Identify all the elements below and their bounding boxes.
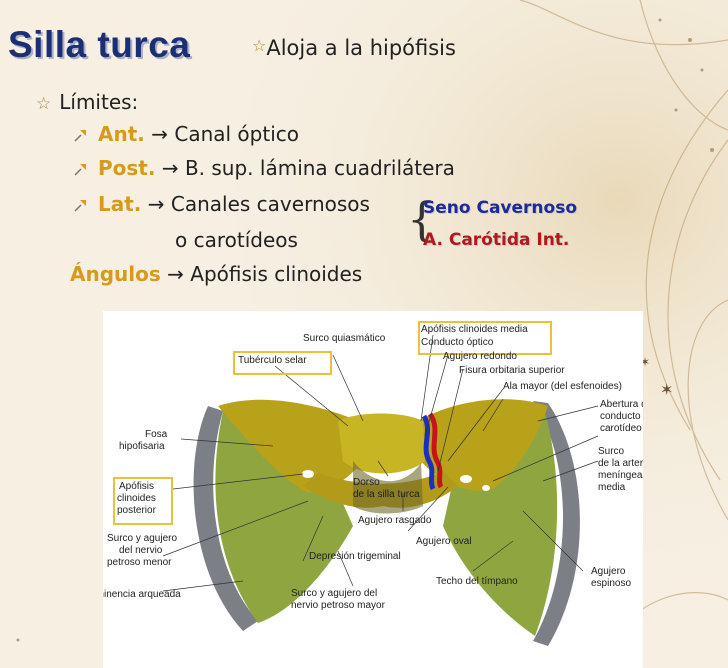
- label-surco-arteria-1: Surco: [598, 446, 625, 457]
- angulos-item: Ángulos → Apófisis clinoides: [70, 262, 362, 286]
- limit-label: Ant.: [98, 122, 145, 146]
- arrow-icon: →: [167, 262, 184, 286]
- curly-brace: {: [407, 192, 437, 246]
- highlight-box-clinoides-media: [418, 321, 552, 355]
- subtitle: ☆Aloja a la hipófisis: [252, 36, 456, 60]
- limit-item-ant: Ant. → Canal óptico: [74, 122, 299, 146]
- label-apofisis-media: Apófisis clinoides media: [421, 324, 528, 335]
- limit-text: Canal óptico: [174, 122, 299, 146]
- label-surco-mayor-1: Surco y agujero del: [291, 588, 378, 599]
- limit-item-post: Post. → B. sup. lámina cuadrilátera: [74, 156, 455, 180]
- label-surco-menor-2: del nervio: [119, 545, 163, 556]
- label-tuberculo: Tubérculo selar: [238, 355, 307, 366]
- label-agujero-espinoso-2: espinoso: [591, 578, 632, 589]
- label-surco-arteria-4: media: [598, 482, 626, 493]
- pin-bullet-icon: [74, 164, 86, 176]
- label-surco-mayor-2: nervio petroso mayor: [291, 600, 385, 611]
- limit-text: Canales cavernosos: [170, 192, 370, 216]
- label-agujero-espinoso-1: Agujero: [591, 566, 626, 577]
- limit-text: B. sup. lámina cuadrilátera: [184, 156, 455, 180]
- label-surco-arteria-3: meníngea: [598, 470, 643, 481]
- arrow-icon: →: [161, 156, 179, 180]
- sella-turcica-figure: Surco quiasmático Apófisis clinoides med…: [103, 311, 643, 668]
- pin-bullet-icon: [74, 130, 86, 142]
- label-abertura-2: conducto: [600, 411, 641, 422]
- label-agujero-oval: Agujero oval: [416, 536, 472, 547]
- label-fosa: Fosa: [145, 429, 168, 440]
- label-surco-menor-3: petroso menor: [107, 557, 172, 568]
- svg-text:✶: ✶: [640, 355, 650, 369]
- label-apofisis-post-1: Apófisis: [119, 481, 155, 492]
- svg-text:✶: ✶: [660, 380, 673, 399]
- label-dorso-1: Dorso: [353, 477, 380, 488]
- limit-label: Post.: [98, 156, 156, 180]
- label-surco-quiasmatico: Surco quiasmático: [303, 333, 386, 344]
- label-fisura: Fisura orbitaria superior: [459, 365, 565, 376]
- label-conducto-optico: Conducto óptico: [421, 337, 494, 348]
- label-depresion: Depresión trigeminal: [309, 551, 401, 562]
- label-apofisis-post-3: posterior: [117, 505, 156, 516]
- limites-label: Límites:: [59, 90, 139, 114]
- label-agujero-redondo: Agujero redondo: [443, 351, 517, 362]
- sphenoid-illustration: [162, 334, 599, 646]
- page-title: Silla turca: [8, 24, 191, 65]
- highlight-box-clinoides-posterior: [113, 477, 173, 525]
- label-dorso-2: de la silla turca: [353, 489, 420, 500]
- arrow-icon: →: [147, 192, 165, 216]
- label-hipofisaria: hipofisaria: [119, 441, 165, 452]
- label-apofisis-post-2: clinoides: [117, 493, 156, 504]
- label-abertura-3: carotídeo: [600, 423, 642, 434]
- label-abertura-1: Abertura del: [600, 399, 643, 410]
- label-surco-arteria-2: de la arteria: [598, 458, 643, 469]
- angulos-text: Apófisis clinoides: [190, 262, 363, 286]
- star-bullet-icon: ☆: [252, 36, 267, 55]
- limites-heading: ☆ Límites:: [36, 90, 138, 114]
- highlight-box-tuberculo: [233, 351, 332, 375]
- carotida-label: A. Carótida Int.: [423, 230, 570, 250]
- angulos-label: Ángulos: [70, 262, 161, 286]
- label-ala-mayor: Ala mayor (del esfenoides): [503, 381, 622, 392]
- limit-label: Lat.: [98, 192, 142, 216]
- label-eminencia: Eminencia arqueada: [103, 589, 181, 600]
- seno-cavernoso-label: Seno Cavernoso: [423, 198, 577, 218]
- pin-bullet-icon: [74, 200, 86, 212]
- arrow-icon: →: [151, 122, 168, 146]
- star-bullet-icon: ☆: [36, 94, 52, 114]
- subtitle-text: Aloja a la hipófisis: [266, 36, 456, 60]
- label-agujero-rasgado: Agujero rasgado: [358, 515, 432, 526]
- limit-item-lat: Lat. → Canales cavernosos: [74, 192, 370, 216]
- lat-continuation: o carotídeos: [175, 228, 298, 252]
- label-surco-menor-1: Surco y agujero: [107, 533, 178, 544]
- label-techo: Techo del tímpano: [436, 576, 518, 587]
